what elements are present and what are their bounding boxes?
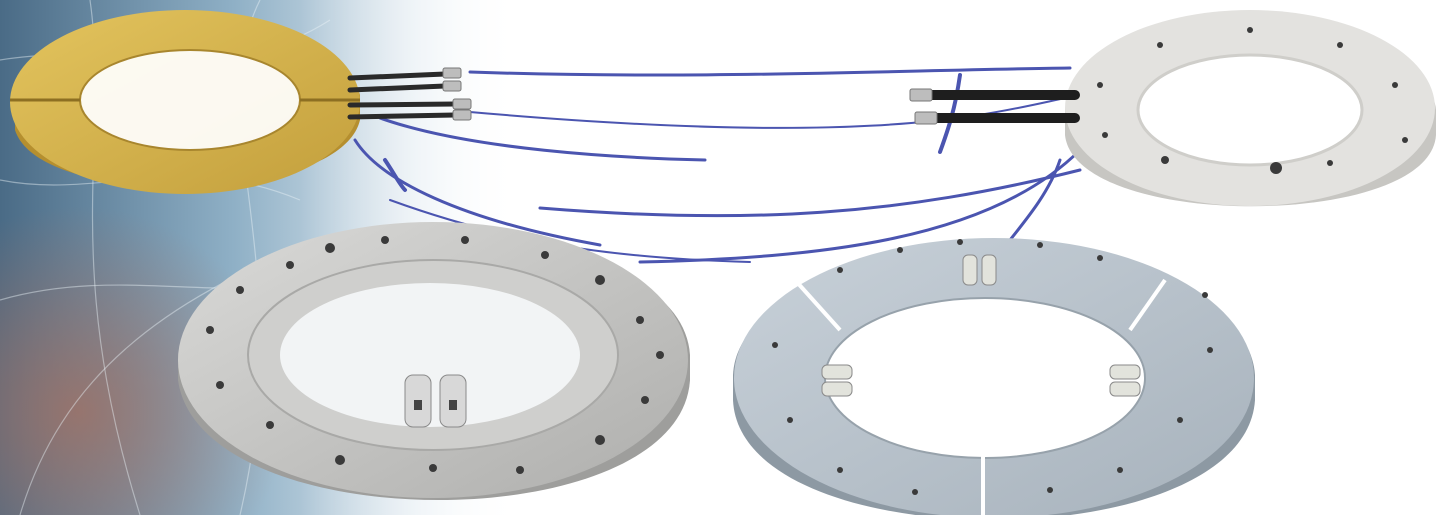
aluminium-ring	[178, 222, 690, 500]
gold-split-ring	[10, 10, 360, 194]
connector-terminal	[442, 67, 472, 121]
connector-cable	[347, 71, 458, 120]
connector-terminal	[909, 88, 938, 125]
connecting-wires	[353, 66, 1082, 264]
concrete-ring	[1065, 10, 1436, 207]
connector-terminal	[821, 254, 1141, 397]
connector-terminal	[404, 374, 467, 428]
segmented-ring	[733, 238, 1255, 515]
connector-cable	[925, 90, 1080, 123]
